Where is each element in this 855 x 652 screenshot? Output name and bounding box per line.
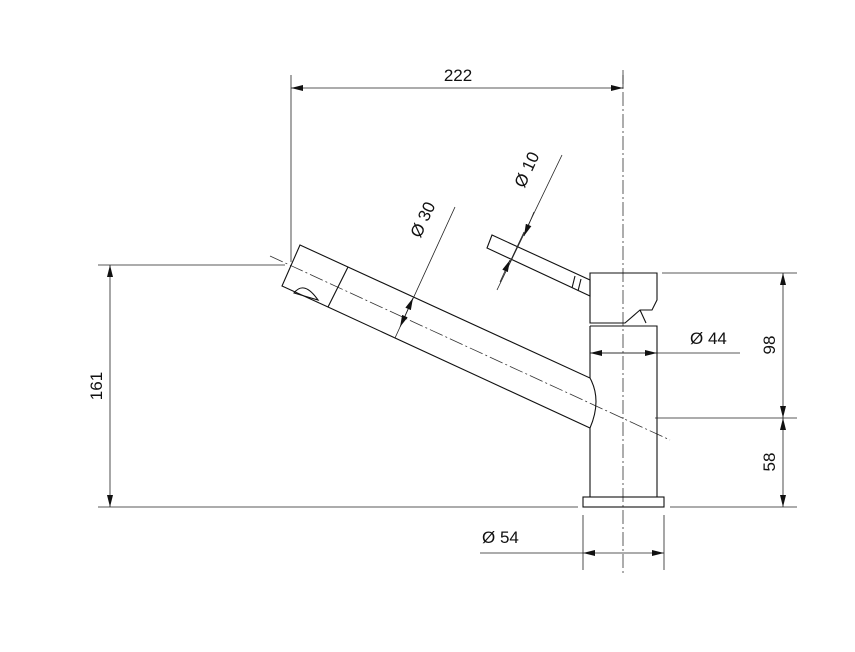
lever <box>486 234 591 297</box>
dimension-label-58: 58 <box>760 453 779 472</box>
dimension-label-161: 161 <box>87 372 106 400</box>
body-column <box>589 325 658 497</box>
dimension-diameter-30: Ø 30 <box>394 199 456 339</box>
base-plate <box>582 496 665 508</box>
faucet-body <box>281 234 665 508</box>
dimension-label-54: Ø 54 <box>482 528 519 547</box>
dimension-161: 161 <box>87 264 797 508</box>
dimension-label-10: Ø 10 <box>511 149 544 190</box>
dimension-label-30: Ø 30 <box>407 199 440 240</box>
aerator-icon <box>293 287 320 301</box>
spout-centerline <box>269 255 671 441</box>
dimension-diameter-10: Ø 10 <box>496 149 563 291</box>
dimension-label-98: 98 <box>760 336 779 355</box>
lever-cap <box>589 272 658 324</box>
dimension-label-222: 222 <box>444 66 472 85</box>
dimension-label-44: Ø 44 <box>690 329 727 348</box>
dimension-98-58: 98 58 <box>655 272 797 507</box>
dimension-222: 222 <box>290 66 624 262</box>
dimension-diameter-44: Ø 44 <box>590 329 740 356</box>
spout <box>281 244 597 429</box>
dimension-diameter-54: Ø 54 <box>480 515 665 570</box>
